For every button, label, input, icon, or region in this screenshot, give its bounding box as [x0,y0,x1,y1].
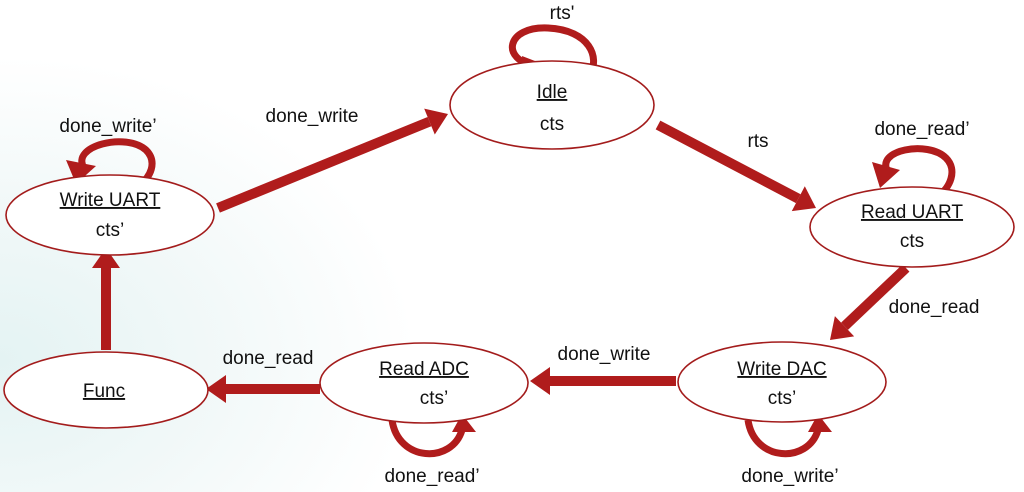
state-ellipse [319,342,529,424]
arrow-head [424,108,448,135]
state-output: cts [900,231,924,252]
state-name: Write UART [60,190,161,211]
arrow-shaft [841,264,910,330]
arrow-head [530,367,550,395]
state-name: Idle [537,82,568,103]
self-loop-label-idle: rts' [550,3,575,24]
loop-arc [78,138,156,187]
loop-arc [882,145,956,199]
transition-read-adc-to-func [206,375,320,403]
arrow-head [872,162,900,188]
arrow-head [830,316,855,340]
state-output: cts’ [96,220,125,241]
self-loop-label-write-uart: done_write’ [59,116,156,137]
self-loop-write-dac [744,414,832,457]
state-ellipse [449,60,655,150]
state-output: cts’ [420,388,449,409]
transition-func-to-write-uart [92,248,120,350]
self-loop-read-uart [872,145,956,199]
loop-arc [508,24,598,76]
state-write-dac: Write DAC cts’ [677,341,887,423]
transition-label-read-uart-to-write-dac: done_read [889,297,980,318]
state-func: Func [3,351,209,429]
arrow-shaft [216,116,432,213]
state-read-adc: Read ADC cts’ [319,342,529,424]
transition-label-write-dac-to-read-adc: done_write [558,344,651,365]
loop-arc [388,419,466,457]
arrow-head [452,414,476,432]
transition-read-uart-to-write-dac [830,264,910,340]
transition-label-read-adc-to-func: done_read [223,348,314,369]
arrow-head [92,248,120,268]
state-ellipse [5,174,215,256]
state-write-uart: Write UART cts’ [5,174,215,256]
transition-label-write-uart-to-idle: done_write [266,106,359,127]
state-output: cts [540,114,564,135]
state-ellipse [809,186,1015,268]
loop-arc [744,419,822,457]
state-read-uart: Read UART cts [809,186,1015,268]
self-loop-read-adc [388,414,476,457]
state-name: Read ADC [379,359,469,380]
state-ellipse [3,351,209,429]
arrow-head [206,375,226,403]
transition-write-uart-to-idle [216,108,448,213]
transition-label-idle-to-read-uart: rts [747,131,768,152]
transition-write-dac-to-read-adc [530,367,676,395]
self-loop-label-write-dac: done_write’ [741,466,838,487]
state-name: Read UART [861,202,963,223]
arrow-shaft [655,120,801,204]
state-name: Write DAC [737,359,826,380]
state-ellipse [677,341,887,423]
transition-idle-to-read-uart [655,120,816,212]
arrow-head [791,186,816,212]
state-name: Func [83,381,125,402]
state-output: cts’ [768,388,797,409]
arrow-head [808,414,832,432]
self-loop-label-read-adc: done_read’ [384,466,479,487]
self-loop-label-read-uart: done_read’ [874,119,969,140]
state-idle: Idle cts [449,60,655,150]
